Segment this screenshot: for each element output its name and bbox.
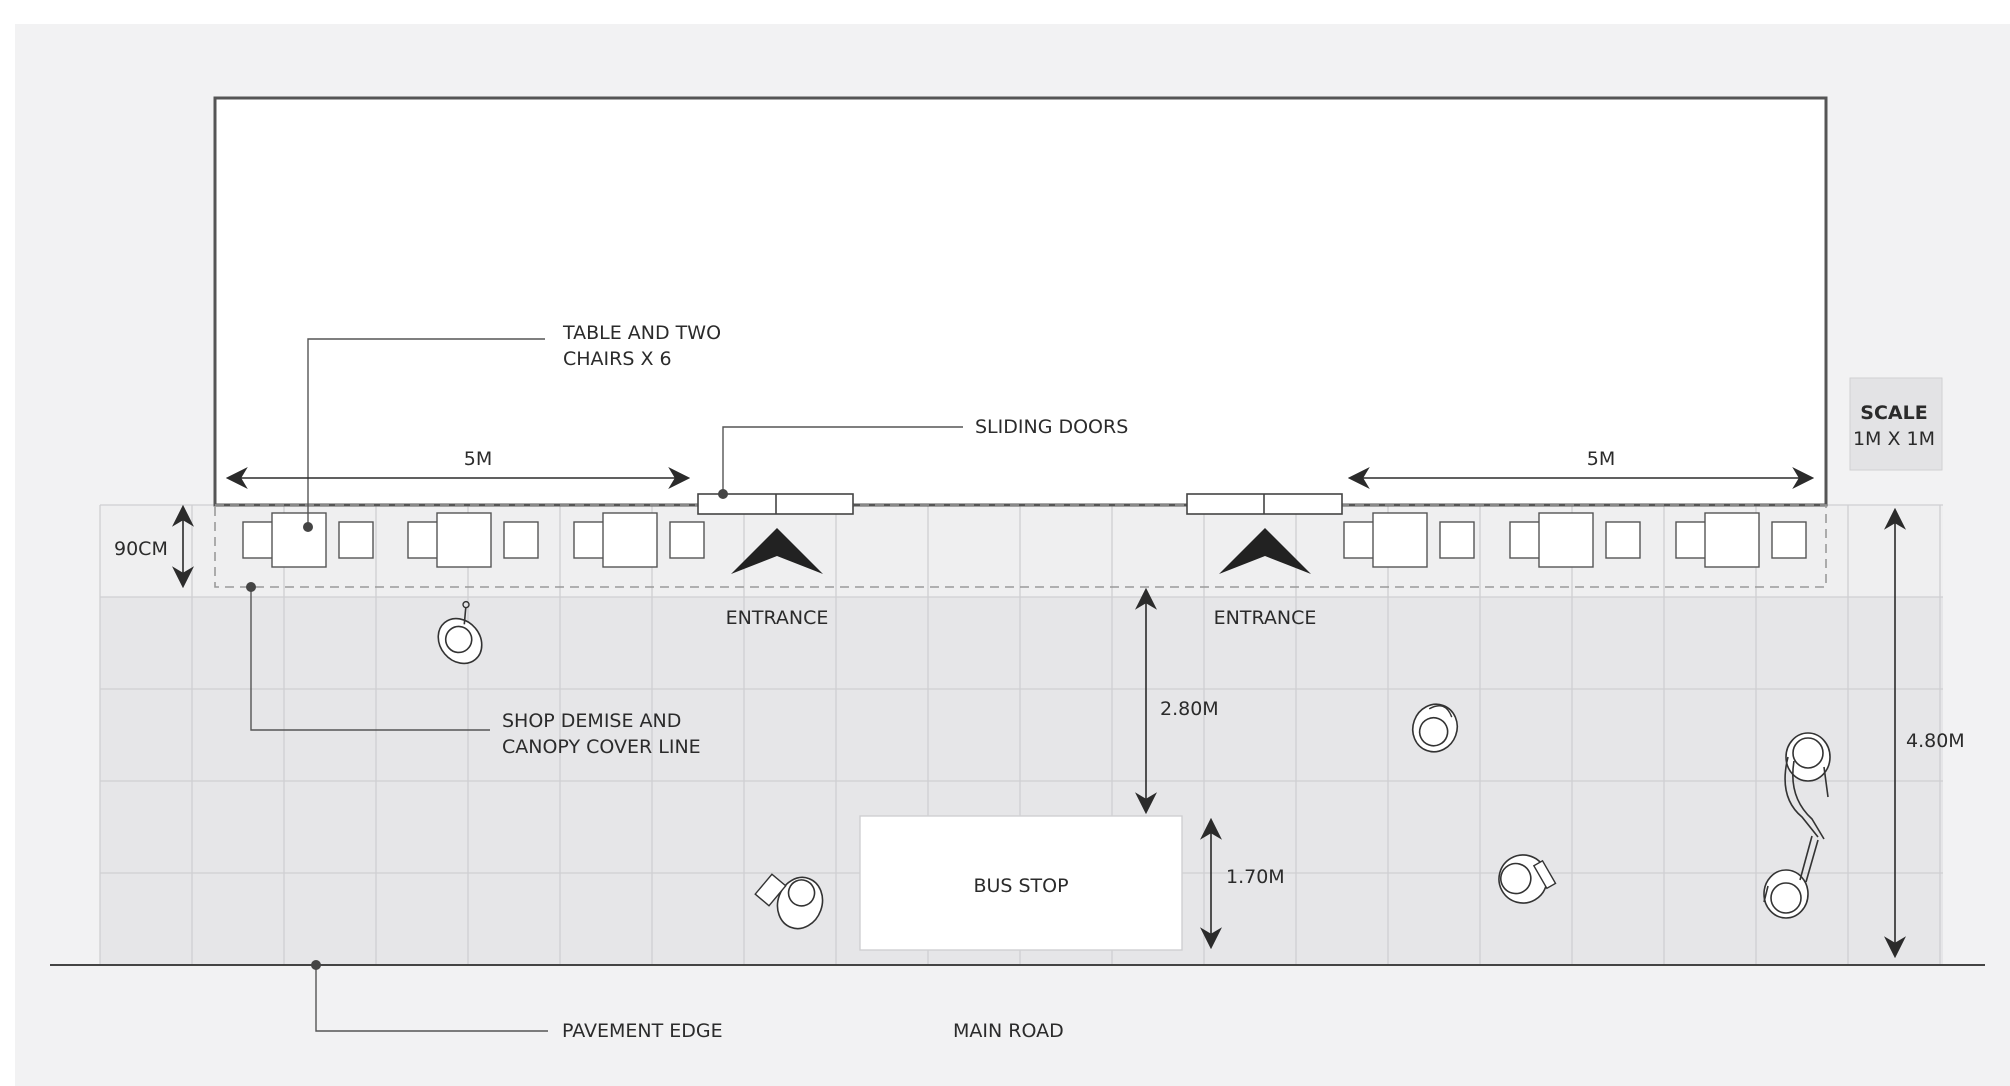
shop-demise-label-line2: CANOPY COVER LINE [502,736,701,758]
table-and-chairs-icon [1509,512,1641,568]
bus-stop [859,815,1183,951]
tables-and-chairs-group [242,512,1807,568]
bus-stop-label: BUS STOP [973,875,1068,897]
table-chairs-label-line2: CHAIRS X 6 [563,348,672,370]
entrance-label-right: ENTRANCE [1214,607,1317,629]
scale-box [1849,377,1943,471]
dimension-5m-left-label: 5M [464,448,492,470]
entrance-arrow-icon [1219,528,1311,574]
pedestrian-icon [1411,703,1459,753]
leader-pavement-edge [315,965,548,1032]
dimension-5m-right-label: 5M [1587,448,1615,470]
scale-value: 1M X 1M [1853,428,1935,450]
leader-dot [311,960,321,970]
leader-shop-demise [250,587,490,731]
pedestrian-icon [754,873,824,930]
shop-building [213,96,1828,507]
table-and-chairs-icon [1343,512,1475,568]
leader-sliding-doors [722,426,963,494]
sliding-doors-right [1186,493,1343,515]
pedestrian-icon [1498,854,1557,904]
pedestrian-icon [437,600,483,665]
leader-table-and-chairs [307,338,545,527]
table-chairs-label-line1: TABLE AND TWO [562,322,721,344]
shop-demise-label-line1: SHOP DEMISE AND [502,710,681,732]
entrance-arrow-icon [731,528,823,574]
entrance-label-left: ENTRANCE [726,607,829,629]
table-and-chairs-icon [573,512,705,568]
leader-dot [718,489,728,499]
shop-demise-dashed-line [214,504,1827,588]
leader-dot [303,522,313,532]
table-and-chairs-icon [407,512,539,568]
dimension-90cm-label: 90CM [114,538,168,560]
sliding-doors-label: SLIDING DOORS [975,416,1128,438]
dimension-280m-label: 2.80M [1160,698,1219,720]
table-and-chairs-icon [1675,512,1807,568]
dimension-170m-label: 1.70M [1226,866,1285,888]
scale-title: SCALE [1860,402,1927,424]
main-road-label: MAIN ROAD [953,1020,1064,1042]
dimension-480m-label: 4.80M [1906,730,1965,752]
leader-dot [246,582,256,592]
sliding-doors-left [697,493,854,515]
pedestrian-icon [1763,835,1819,919]
table-and-chairs-icon [242,512,374,568]
pedestrian-icon [1784,732,1831,840]
pavement-edge-label: PAVEMENT EDGE [562,1020,723,1042]
